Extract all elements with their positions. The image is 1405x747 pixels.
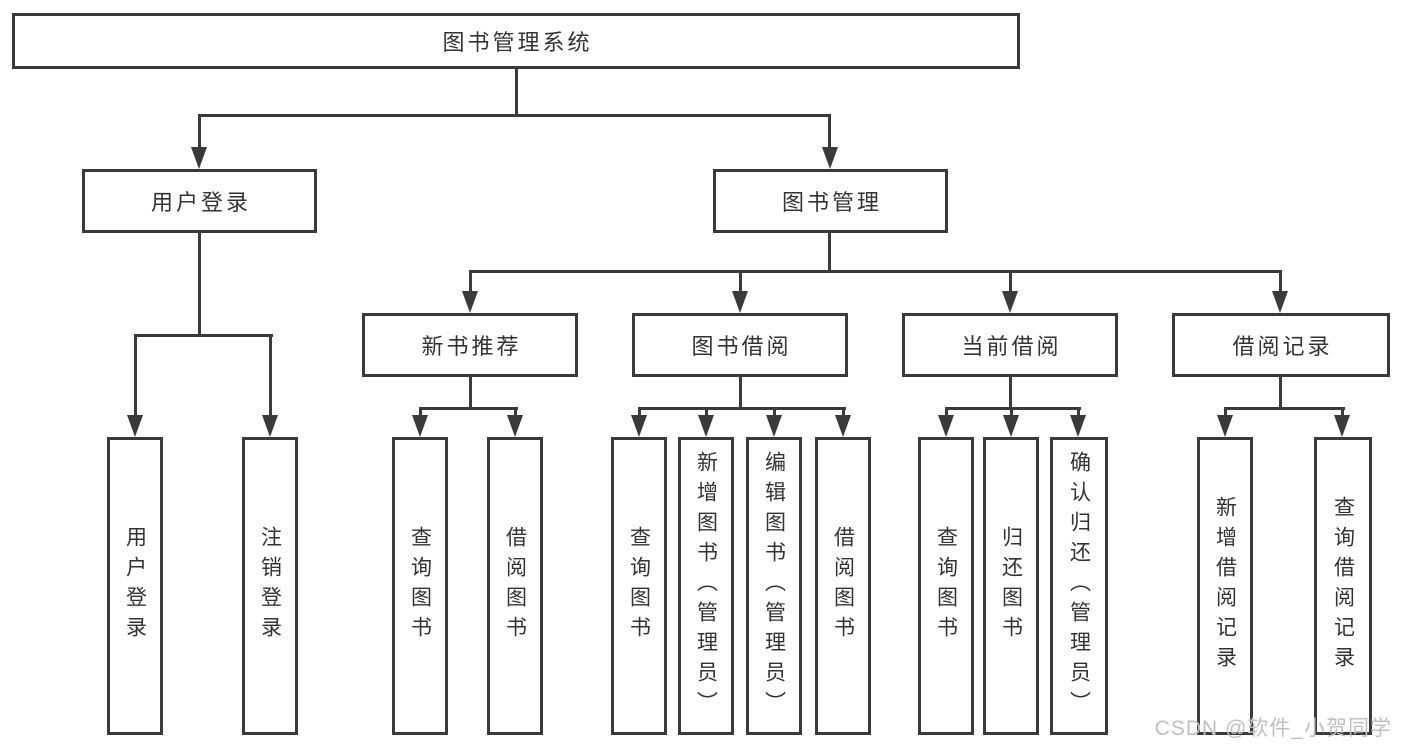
node-borrow-record: 借阅记录: [1172, 313, 1390, 377]
connector-line: [1341, 407, 1344, 417]
connector-line: [515, 69, 518, 116]
leaf-logout-login-label: 注销登录: [258, 526, 282, 646]
connector-line: [739, 377, 742, 409]
node-current-borrow-label: 当前借阅: [961, 334, 1062, 359]
arrowhead-icon: [822, 147, 838, 169]
connector-line: [134, 334, 137, 417]
connector-line: [638, 407, 846, 410]
node-root-label: 图书管理系统: [442, 30, 593, 55]
leaf-borrow-query-book-label: 查询图书: [627, 526, 651, 646]
node-user-login-label: 用户登录: [150, 190, 251, 215]
connector-line: [469, 377, 472, 409]
leaf-current-query-book-label: 查询图书: [934, 526, 958, 646]
connector-line: [1279, 377, 1282, 409]
connector-line: [198, 114, 831, 117]
node-book-borrow-label: 图书借阅: [691, 334, 792, 359]
connector-line: [419, 407, 422, 417]
connector-line: [1077, 407, 1080, 417]
leaf-newbook-query-book: 查询图书: [392, 437, 448, 735]
leaf-query-borrow-record: 查询借阅记录: [1314, 437, 1372, 735]
connector-line: [1224, 407, 1345, 410]
connector-line: [1279, 270, 1282, 293]
connector-line: [1224, 407, 1227, 417]
connector-line: [945, 407, 1081, 410]
connector-line: [842, 407, 845, 417]
arrowhead-icon: [1003, 415, 1019, 437]
connector-line: [739, 270, 742, 293]
leaf-confirm-return-admin: 确认归还（管理员）: [1050, 437, 1108, 735]
connector-line: [269, 334, 272, 417]
leaf-borrow-query-book: 查询图书: [611, 437, 667, 735]
connector-line: [945, 407, 948, 417]
leaf-edit-book-admin-label: 编辑图书（管理员）: [762, 451, 786, 721]
connector-line: [419, 407, 518, 410]
leaf-user-login-label: 用户登录: [123, 526, 147, 646]
connector-line: [1009, 377, 1012, 409]
arrowhead-icon: [698, 415, 714, 437]
leaf-return-book: 归还图书: [983, 437, 1039, 735]
connector-line: [1009, 270, 1012, 293]
leaf-current-query-book: 查询图书: [918, 437, 974, 735]
csdn-watermark: CSDN @软件_小贺同学: [1154, 717, 1392, 740]
leaf-add-borrow-record: 新增借阅记录: [1197, 437, 1253, 735]
node-book-borrow: 图书借阅: [632, 313, 848, 377]
leaf-user-login: 用户登录: [107, 437, 163, 735]
arrowhead-icon: [1217, 415, 1233, 437]
leaf-newbook-query-book-label: 查询图书: [408, 526, 432, 646]
arrowhead-icon: [1070, 415, 1086, 437]
node-new-book-recommend: 新书推荐: [362, 313, 578, 377]
connector-line: [828, 233, 831, 272]
node-root: 图书管理系统: [12, 13, 1020, 69]
arrowhead-icon: [412, 415, 428, 437]
leaf-newbook-borrow-book-label: 借阅图书: [503, 526, 527, 646]
connector-line: [828, 114, 831, 150]
arrowhead-icon: [191, 147, 207, 169]
arrowhead-icon: [262, 415, 278, 437]
connector-line: [469, 270, 1282, 273]
connector-line: [1010, 407, 1013, 417]
arrowhead-icon: [1334, 415, 1350, 437]
connector-line: [638, 407, 641, 417]
node-borrow-record-label: 借阅记录: [1232, 334, 1333, 359]
connector-line: [773, 407, 776, 417]
connector-line: [705, 407, 708, 417]
arrowhead-icon: [1002, 291, 1018, 313]
arrowhead-icon: [732, 291, 748, 313]
node-user-login: 用户登录: [82, 169, 317, 233]
connector-line: [134, 334, 273, 337]
arrowhead-icon: [1272, 291, 1288, 313]
node-book-management: 图书管理: [713, 169, 948, 233]
leaf-add-book-admin-label: 新增图书（管理员）: [694, 451, 718, 721]
connector-line: [198, 233, 201, 337]
leaf-add-borrow-record-label: 新增借阅记录: [1213, 496, 1237, 676]
leaf-logout-login: 注销登录: [242, 437, 298, 735]
arrowhead-icon: [835, 415, 851, 437]
arrowhead-icon: [938, 415, 954, 437]
arrowhead-icon: [766, 415, 782, 437]
leaf-borrow-borrow-book: 借阅图书: [815, 437, 871, 735]
leaf-return-book-label: 归还图书: [999, 526, 1023, 646]
node-book-management-label: 图书管理: [781, 190, 882, 215]
leaf-confirm-return-admin-label: 确认归还（管理员）: [1067, 451, 1091, 721]
arrowhead-icon: [127, 415, 143, 437]
leaf-edit-book-admin: 编辑图书（管理员）: [746, 437, 802, 735]
arrowhead-icon: [507, 415, 523, 437]
leaf-borrow-borrow-book-label: 借阅图书: [831, 526, 855, 646]
node-current-borrow: 当前借阅: [902, 313, 1118, 377]
leaf-newbook-borrow-book: 借阅图书: [487, 437, 543, 735]
arrowhead-icon: [631, 415, 647, 437]
connector-line: [198, 114, 201, 150]
connector-line: [514, 407, 517, 417]
connector-line: [469, 270, 472, 293]
node-new-book-recommend-label: 新书推荐: [421, 334, 522, 359]
arrowhead-icon: [462, 291, 478, 313]
leaf-query-borrow-record-label: 查询借阅记录: [1331, 496, 1355, 676]
leaf-add-book-admin: 新增图书（管理员）: [678, 437, 734, 735]
